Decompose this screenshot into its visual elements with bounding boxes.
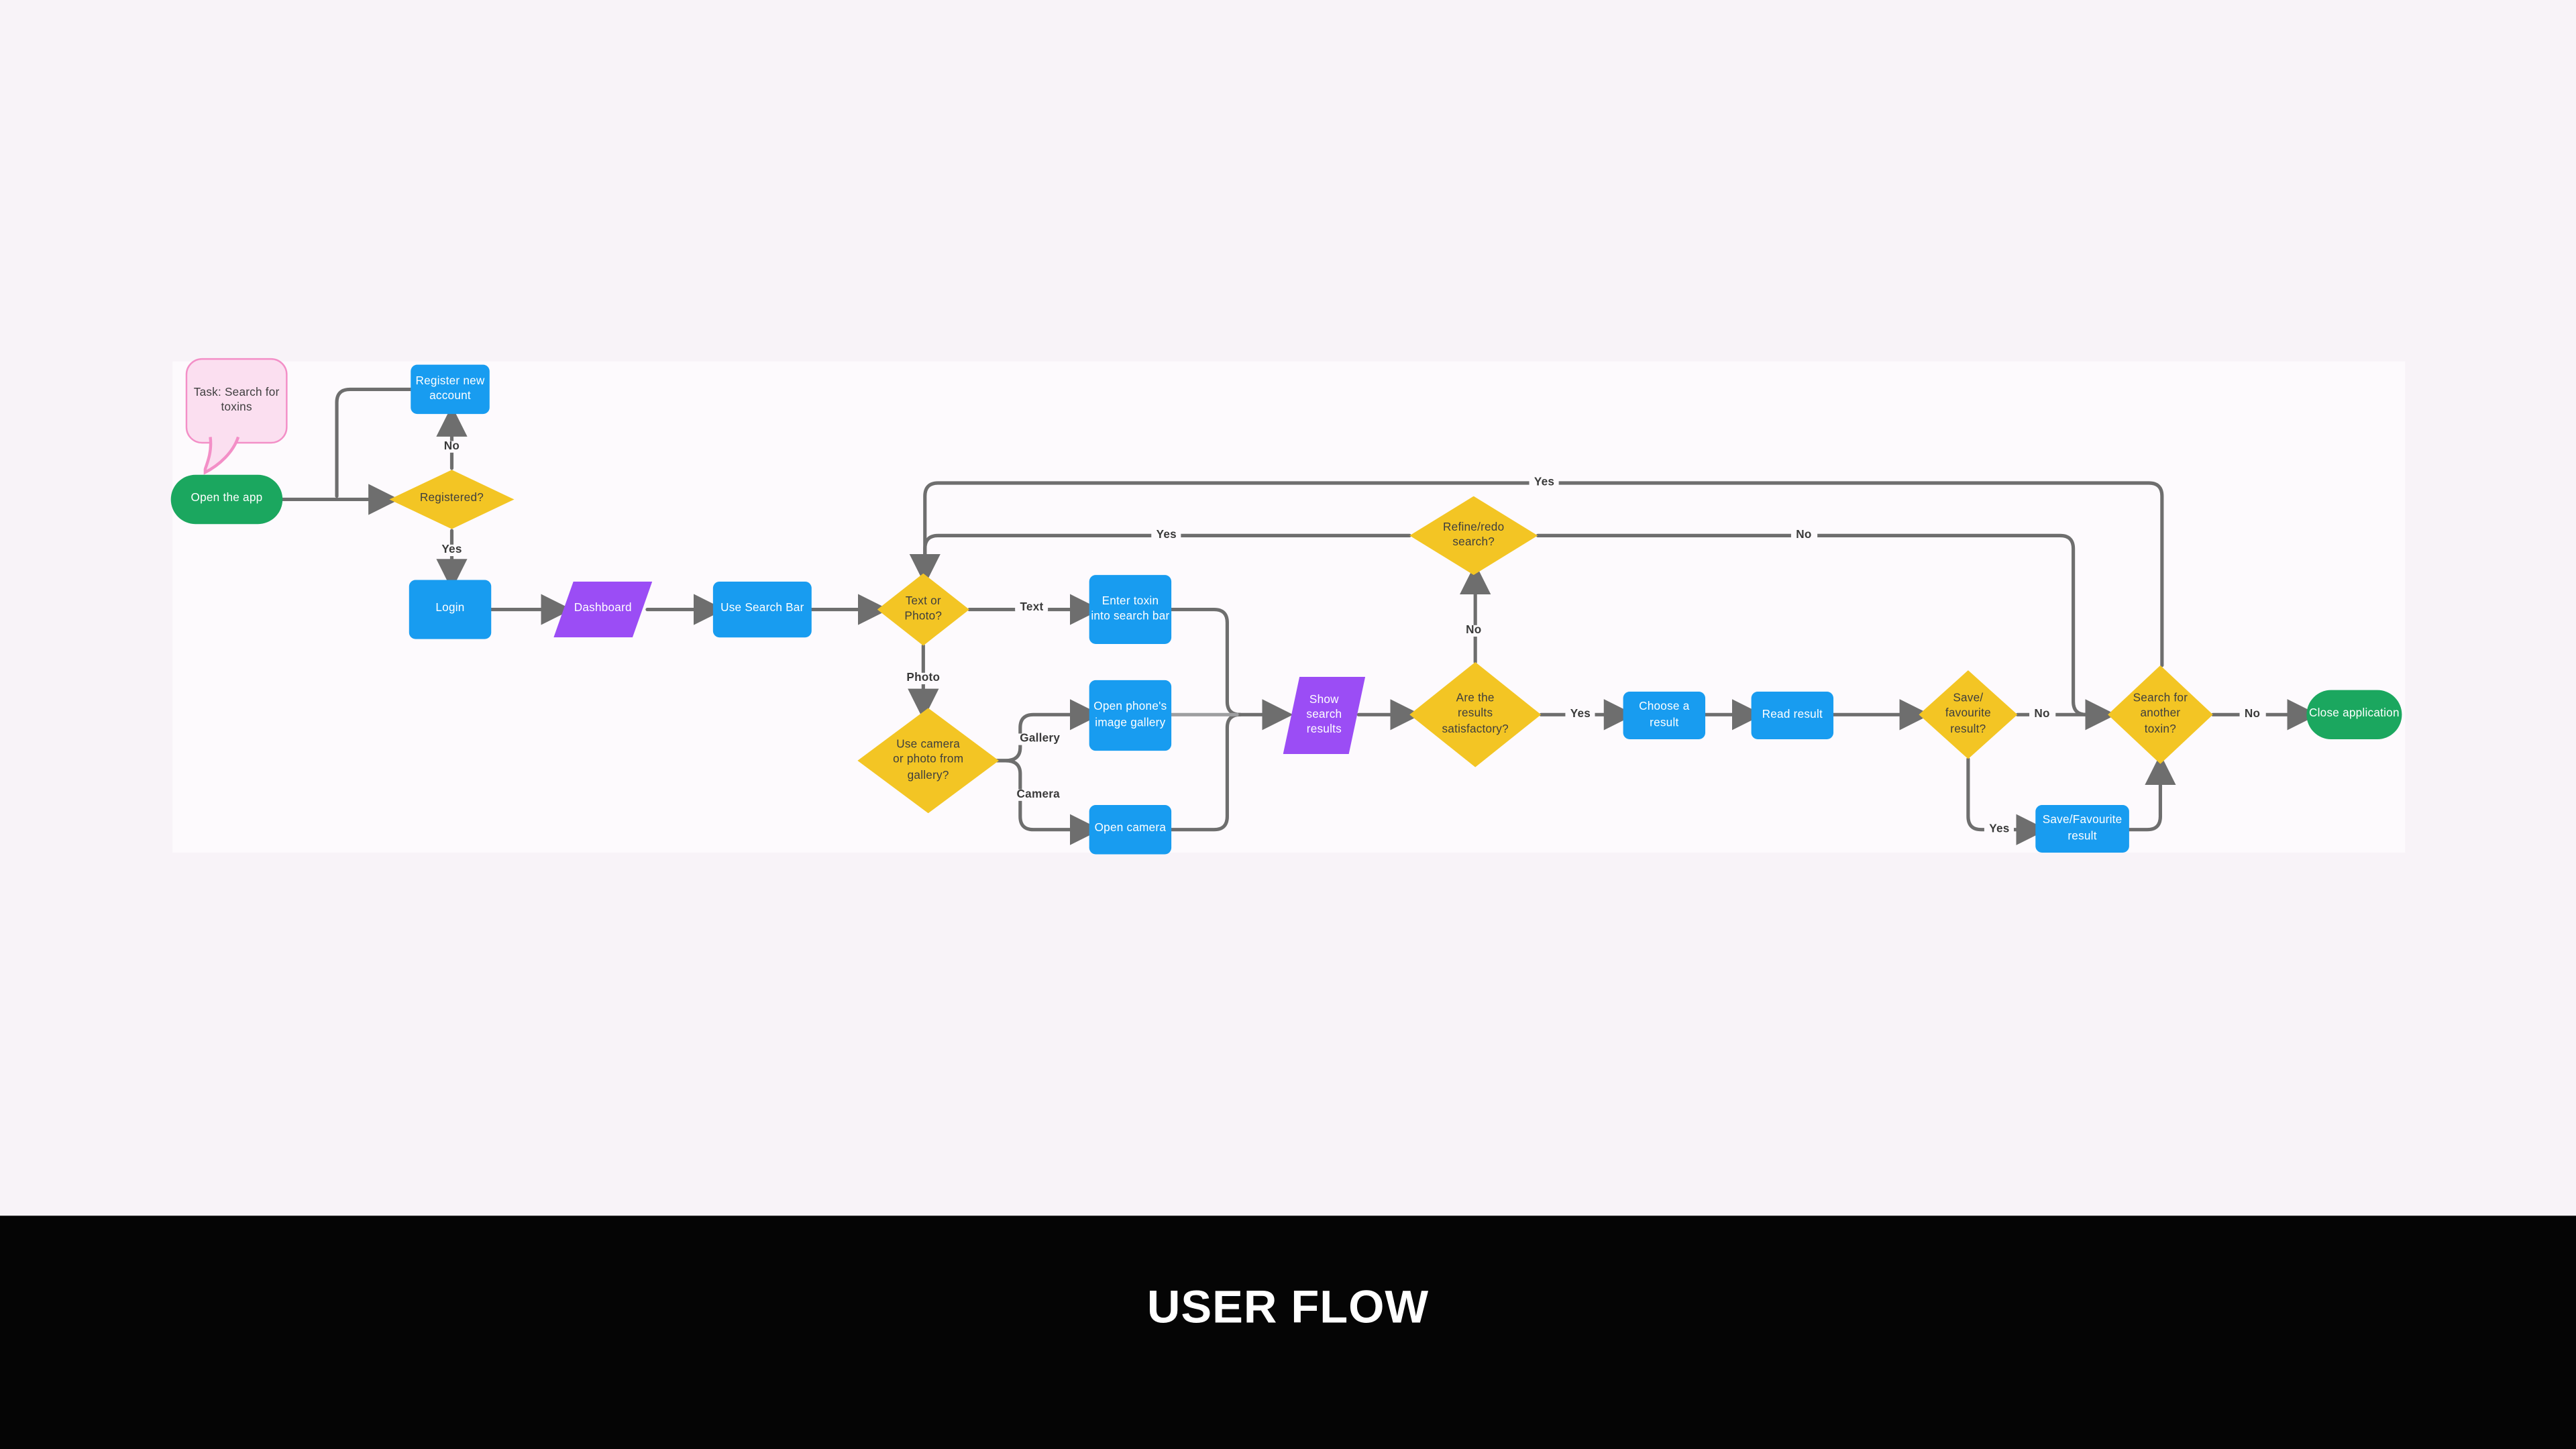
note-tail <box>203 436 240 475</box>
edge-label-no-refine: No <box>1460 625 1487 637</box>
node-register-new-account[interactable]: Register new account <box>411 364 490 415</box>
edge-entertoxin-merge <box>1169 608 1242 716</box>
edge-label-no-register: No <box>439 441 465 453</box>
edge-label-yes-login: Yes <box>436 544 467 556</box>
node-login[interactable]: Login <box>409 580 492 639</box>
edge-label-no-save: No <box>2029 708 2055 720</box>
edge-camerabox-merge <box>1169 712 1242 832</box>
node-show-search-results[interactable]: Show search results <box>1283 676 1366 755</box>
edge-label-yes-savebox: Yes <box>1984 824 2015 836</box>
node-choose-a-result[interactable]: Choose a result <box>1623 692 1706 740</box>
node-open-camera[interactable]: Open camera <box>1089 805 1172 855</box>
edge-register-loopback <box>335 387 413 498</box>
edge-label-yes-mid-return: Yes <box>1151 529 1182 541</box>
edge-label-photo: Photo <box>902 672 945 685</box>
edge-saveq-yes-savebox <box>1966 757 2047 845</box>
node-open-image-gallery[interactable]: Open phone's image gallery <box>1089 680 1172 751</box>
page-title: USER FLOW <box>1146 1281 1430 1333</box>
node-enter-toxin[interactable]: Enter toxin into search bar <box>1089 575 1172 645</box>
edge-savebox-to-another <box>2127 753 2176 832</box>
node-save-favourite-result[interactable]: Save/Favourite result <box>2035 805 2129 853</box>
note-task[interactable]: Task: Search for toxins <box>185 358 288 444</box>
node-open-the-app[interactable]: Open the app <box>170 474 283 525</box>
edge-label-no-long: No <box>1790 529 1817 541</box>
node-read-result[interactable]: Read result <box>1751 692 1834 740</box>
edge-label-text: Text <box>1015 602 1049 614</box>
edge-label-no-close: No <box>2239 708 2265 720</box>
node-use-search-bar[interactable]: Use Search Bar <box>712 581 812 638</box>
edge-refine-no-another <box>1536 533 2088 716</box>
node-close-application[interactable]: Close application <box>2306 690 2402 740</box>
title-bar: USER FLOW <box>0 1216 2576 1449</box>
edge-label-yes-choose: Yes <box>1565 708 1596 720</box>
edge-label-gallery: Gallery <box>1014 733 1065 745</box>
edge-label-camera: Camera <box>1012 789 1065 801</box>
edge-label-yes-top-return: Yes <box>1529 477 1560 489</box>
